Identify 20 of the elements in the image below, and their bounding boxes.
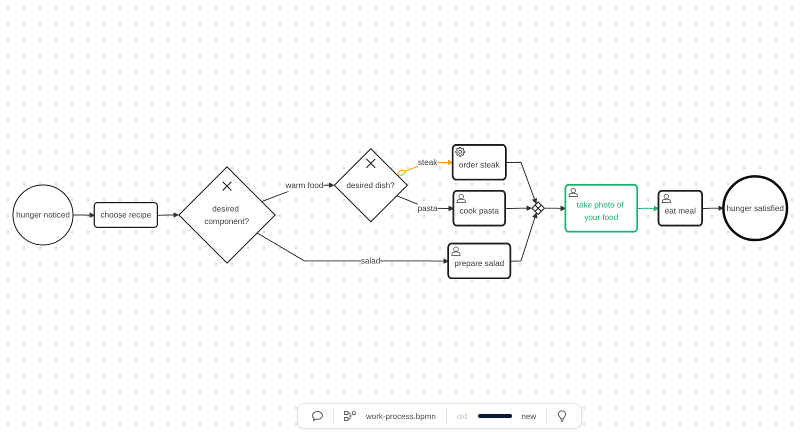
arrow [544,206,566,212]
file-name: work-process.bpmn [366,412,436,420]
arrow [506,162,538,204]
edge-label: steak [418,157,438,167]
arrow [637,206,660,212]
node-diamond: desired component? [178,166,276,264]
arrow [157,212,179,218]
edge-label: salad [360,256,380,266]
arrow [72,212,95,218]
node-circle: hunger satisfied [722,175,788,242]
arrow [510,212,538,262]
version-label: new [522,412,536,420]
arrow [256,232,449,264]
node-circle: hunger noticed [12,184,74,246]
node-diamond: desired dish? [334,148,408,222]
edge-label: warm food [285,180,324,190]
arrow [505,205,532,211]
edge-label: pasta [418,203,438,213]
arrow [702,205,724,211]
version-label: old [456,412,468,420]
